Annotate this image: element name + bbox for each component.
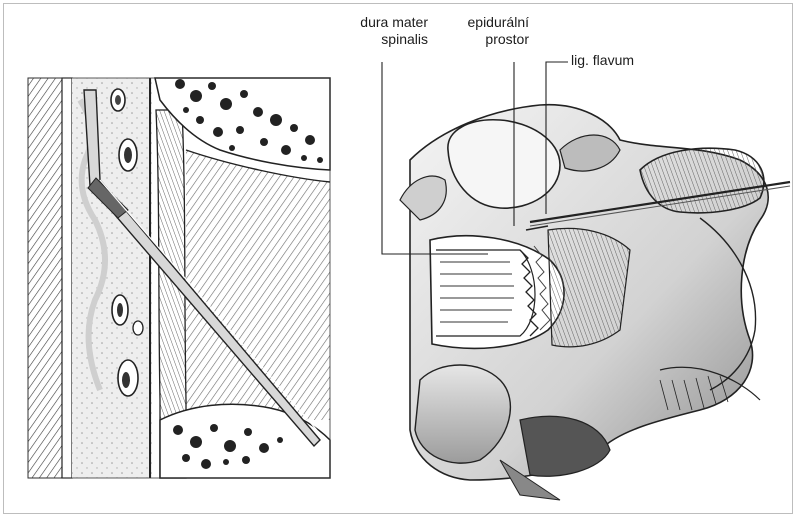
label-dura-line2: spinalis (336, 31, 428, 48)
label-epidural-space: epidurální prostor (447, 14, 529, 48)
label-epi-line2: prostor (447, 31, 529, 48)
label-dura-line1: dura mater (336, 14, 428, 31)
right-vertebra-drawing (400, 105, 790, 500)
left-section-drawing (28, 78, 330, 478)
label-epi-line1: epidurální (447, 14, 529, 31)
label-lig-flavum: lig. flavum (571, 52, 634, 69)
label-dura-mater-spinalis: dura mater spinalis (336, 14, 428, 48)
